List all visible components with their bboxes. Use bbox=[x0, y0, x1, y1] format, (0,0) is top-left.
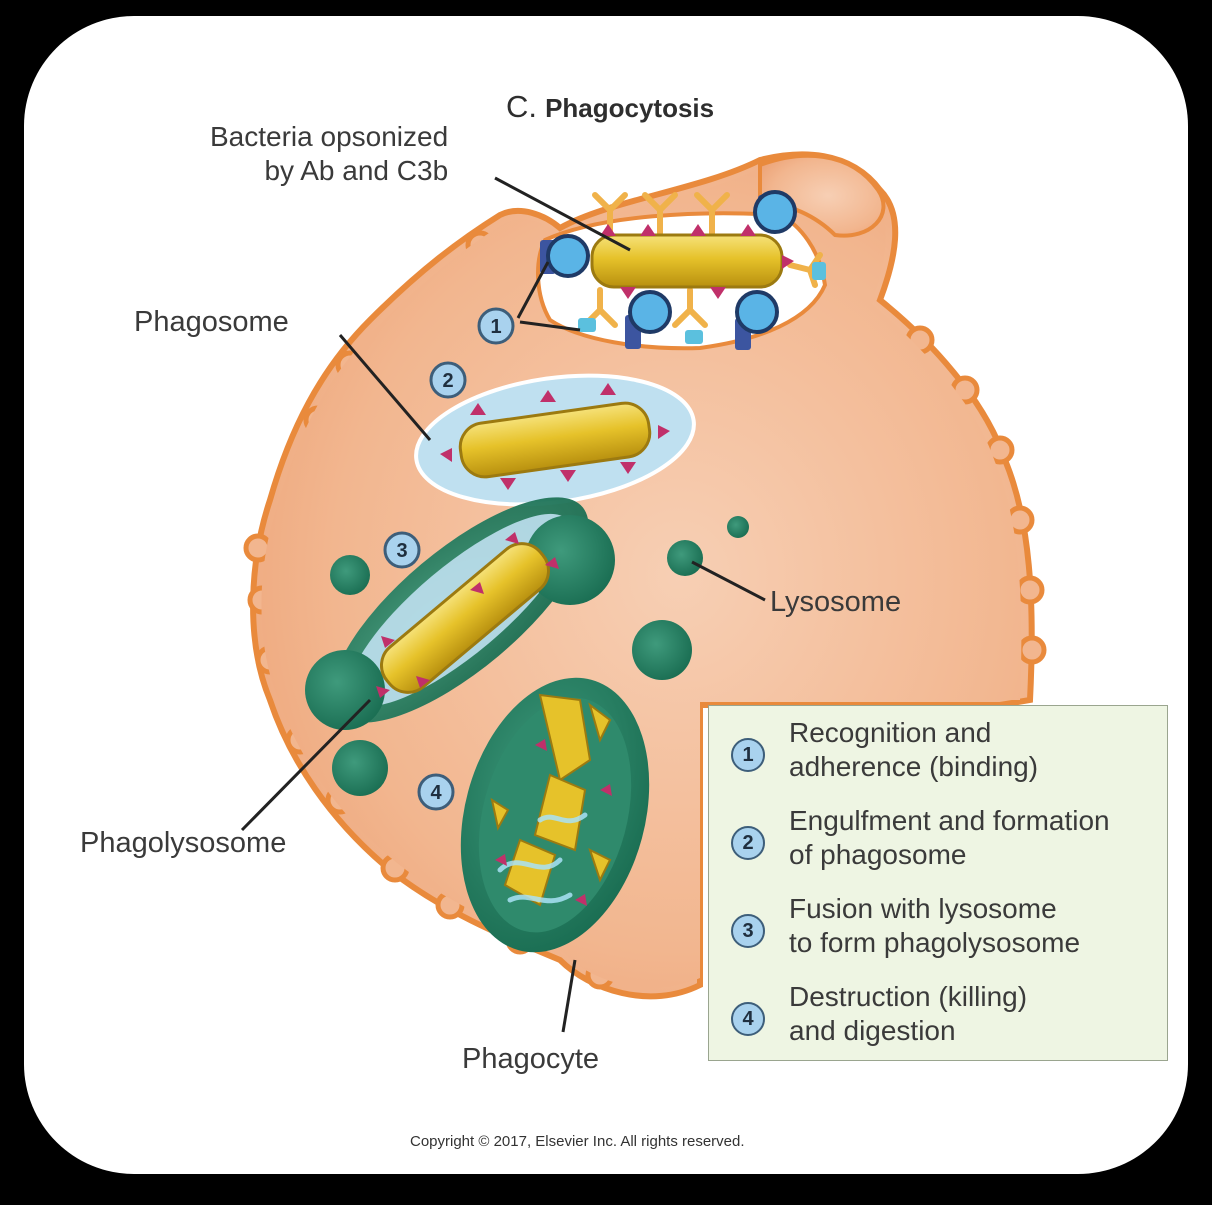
pseudopod bbox=[758, 153, 886, 238]
legend-step-4-text: Destruction (killing) and digestion bbox=[789, 981, 1028, 1046]
label-phagosome: Phagosome bbox=[134, 306, 289, 338]
receptor-tips bbox=[578, 262, 826, 344]
phagosome bbox=[414, 373, 696, 507]
legend-step-3-text: Fusion with lysosome to form phagolysoso… bbox=[789, 893, 1081, 958]
badge-2: 2 bbox=[429, 361, 467, 399]
copyright-notice: Copyright © 2017, Elsevier Inc. All righ… bbox=[410, 1133, 745, 1150]
bacterium-opsonized bbox=[590, 224, 794, 299]
lysosomes bbox=[330, 516, 749, 796]
label-phagolysosome: Phagolysosome bbox=[80, 827, 287, 859]
legend-step-4: 4 Destruction (killing) and digestion bbox=[725, 980, 1167, 1068]
legend-step-2-text: Engulfment and formation of phagosome bbox=[789, 805, 1110, 870]
panel-letter: C. bbox=[506, 89, 537, 124]
digestion-vacuole bbox=[460, 677, 650, 953]
label-lysosome: Lysosome bbox=[770, 586, 902, 618]
label-bacteria-opsonized: Bacteria opsonized by Ab and C3b bbox=[210, 120, 448, 188]
legend-step-1-number: 1 bbox=[731, 738, 765, 772]
legend-step-3: 3 Fusion with lysosome to form phagolyso… bbox=[725, 892, 1167, 980]
legend-step-3-number: 3 bbox=[731, 914, 765, 948]
badge-4: 4 bbox=[417, 773, 455, 811]
label-bacteria-line-1: Bacteria opsonized bbox=[210, 121, 449, 152]
step-badges: 1 2 3 4 bbox=[383, 307, 515, 811]
badge-2-number: 2 bbox=[442, 370, 453, 392]
legend-step-2-number: 2 bbox=[731, 826, 765, 860]
phagolysosome bbox=[305, 497, 615, 730]
legend-step-2: 2 Engulfment and formation of phagosome bbox=[725, 804, 1167, 892]
badge-1: 1 bbox=[477, 307, 515, 345]
label-bacteria-line-2: by Ab and C3b bbox=[264, 155, 449, 186]
legend-step-1-text: Recognition and adherence (binding) bbox=[789, 717, 1039, 782]
c3b-complement bbox=[546, 190, 797, 334]
badge-4-number: 4 bbox=[430, 782, 442, 804]
legend-step-4-number: 4 bbox=[731, 1002, 765, 1036]
panel-title: C. Phagocytosis bbox=[506, 90, 714, 125]
steps-legend: 1 Recognition and adherence (binding) 2 … bbox=[708, 705, 1168, 1061]
legend-step-1: 1 Recognition and adherence (binding) bbox=[725, 716, 1167, 804]
label-phagocyte: Phagocyte bbox=[462, 1043, 600, 1075]
badge-3: 3 bbox=[383, 531, 421, 569]
badge-3-number: 3 bbox=[396, 540, 407, 562]
panel-heading: Phagocytosis bbox=[545, 93, 715, 123]
leader-lines bbox=[240, 176, 766, 1033]
badge-1-number: 1 bbox=[490, 316, 501, 338]
antibodies bbox=[582, 192, 823, 328]
